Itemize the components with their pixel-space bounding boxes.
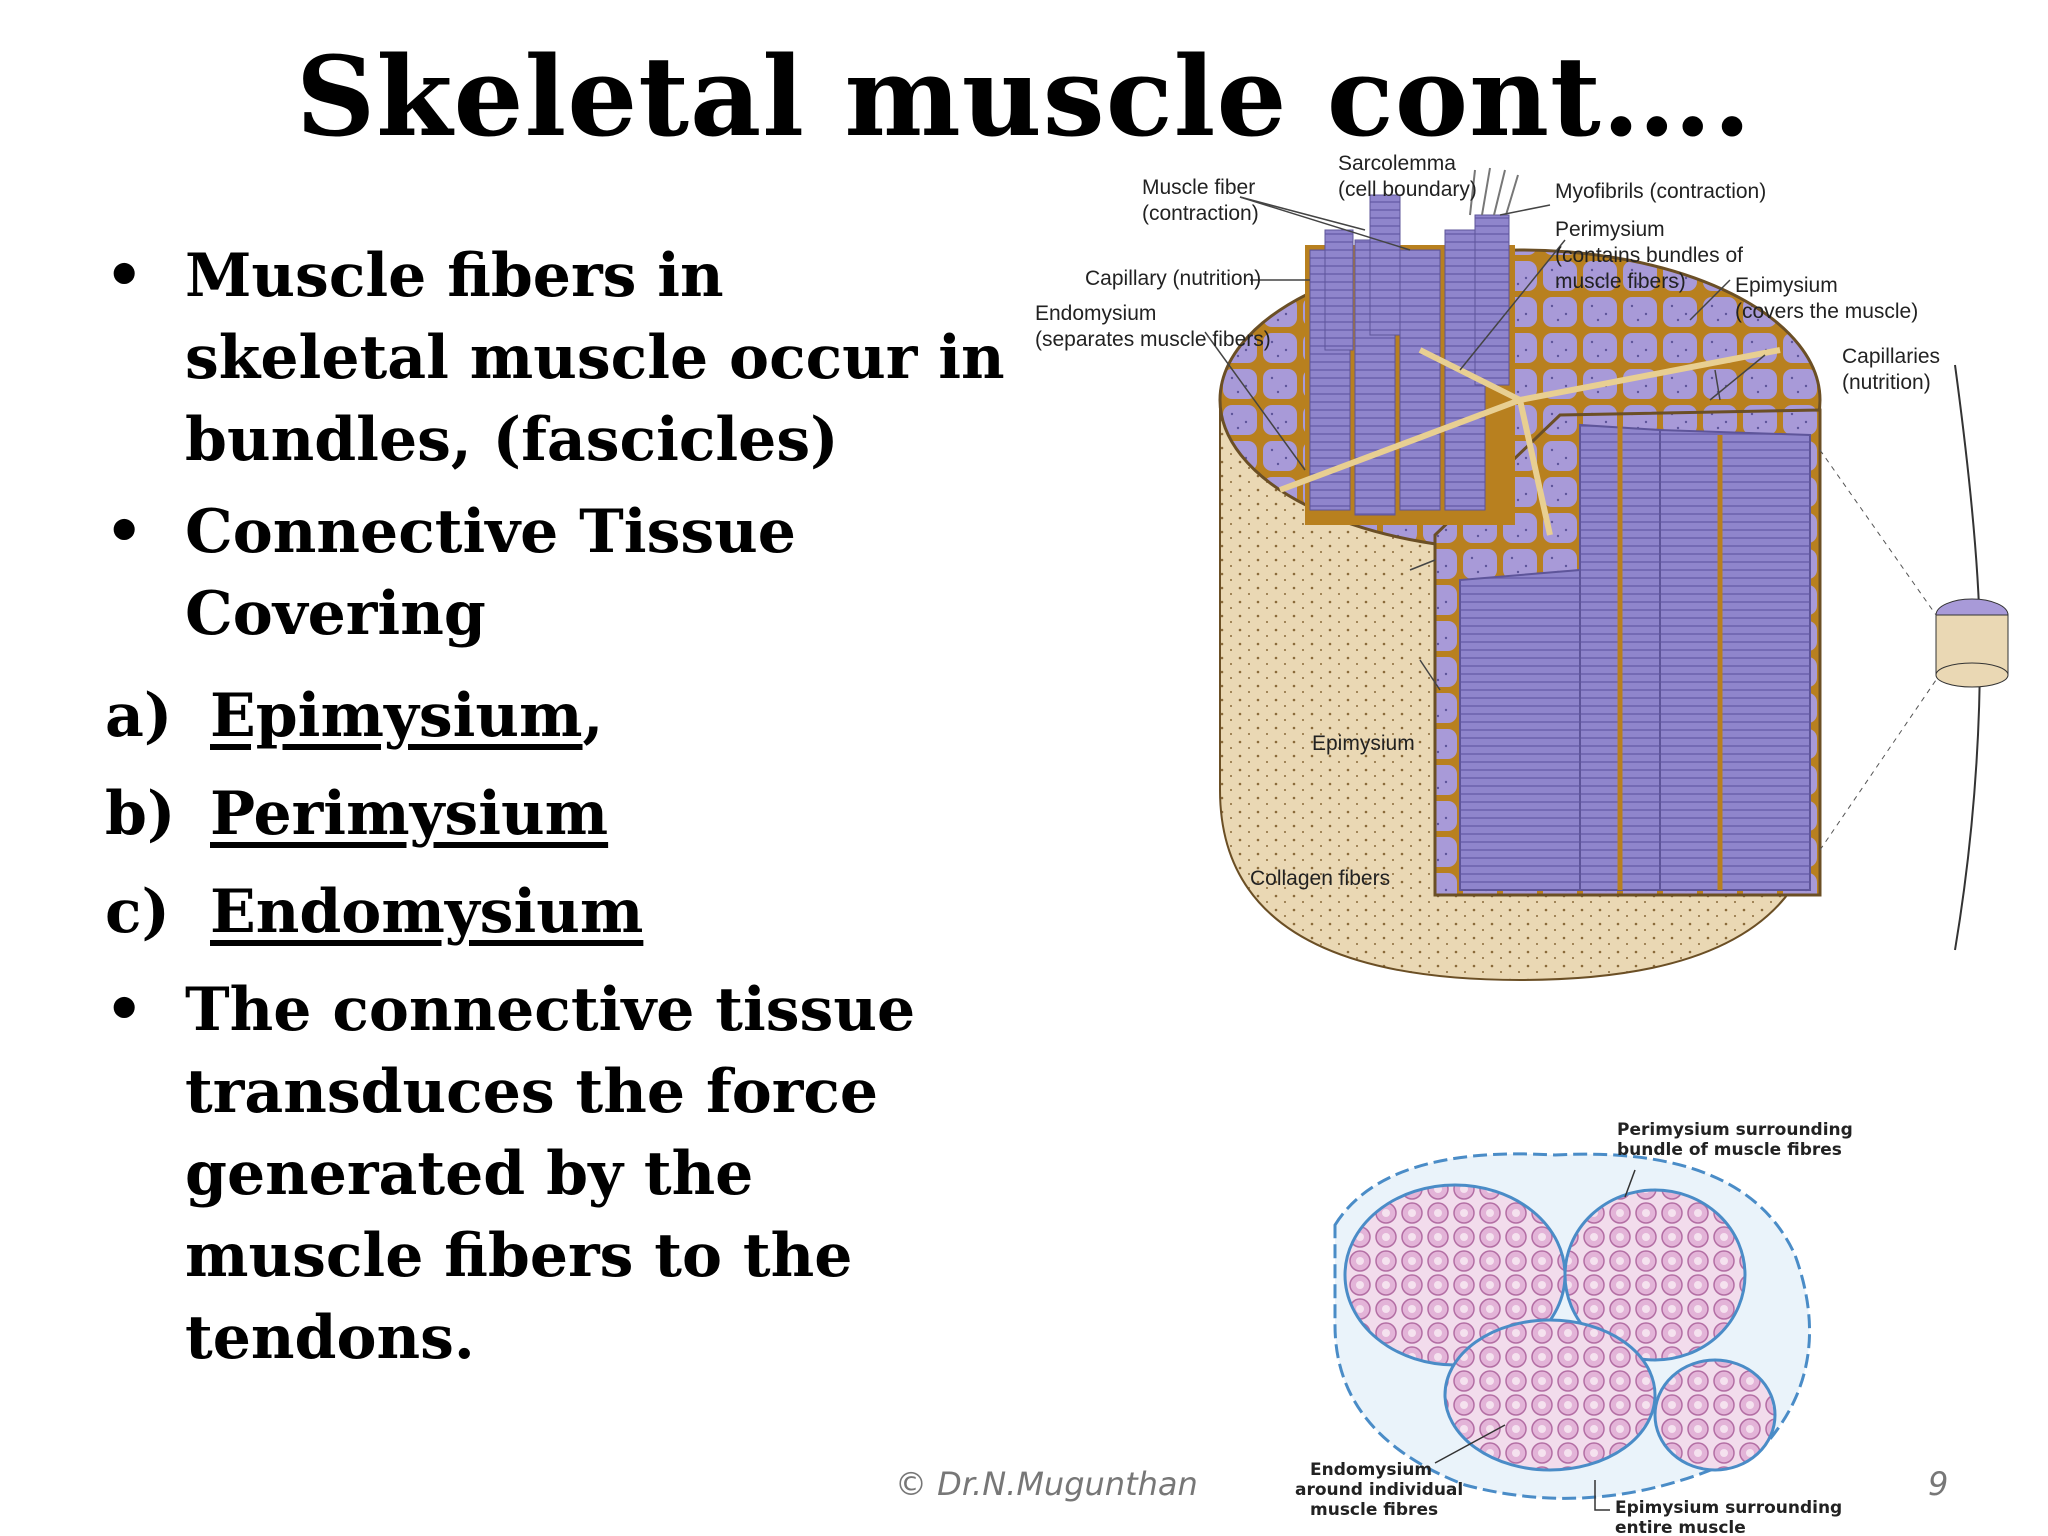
label-endomysium-1: Endomysium — [1310, 1460, 1432, 1480]
sub-item-marker: b) — [105, 779, 176, 849]
label-perimysium-note1: (contains bundles of — [1555, 244, 1743, 267]
fascicle-4 — [1653, 1358, 1777, 1472]
label-epimysium-side: Epimysium — [1312, 732, 1415, 755]
label-perimysium-note2: muscle fibers) — [1555, 270, 1686, 293]
bullet-text: Muscle fibers in skeletal muscle occur i… — [185, 241, 1005, 475]
label-sarcolemma: Sarcolemma — [1338, 152, 1456, 175]
muscle-structure-diagram: Sarcolemma (cell boundary) Muscle fiber … — [1035, 152, 2009, 982]
bullet-connective-tissue: • Connective Tissue Covering — [105, 491, 1005, 655]
bullet-list: • Muscle fibers in skeletal muscle occur… — [105, 235, 1005, 1385]
term-endomysium: Endomysium — [210, 877, 644, 947]
bullet-text: Connective Tissue Covering — [185, 497, 796, 649]
bullet-force-transduction: • The connective tissue transduces the f… — [105, 969, 1005, 1379]
label-capillaries-note: (nutrition) — [1842, 371, 1931, 394]
cutaway-fibers — [1459, 568, 1581, 891]
label-muscle-fiber-note: (contraction) — [1142, 202, 1259, 225]
label-endomysium-3: muscle fibres — [1310, 1500, 1438, 1520]
bullet-marker: • — [105, 975, 144, 1045]
bullet-marker: • — [105, 497, 144, 567]
label-capillary: Capillary (nutrition) — [1085, 267, 1261, 290]
label-endomysium-2: around individual — [1295, 1480, 1463, 1500]
label-muscle-fiber: Muscle fiber — [1142, 176, 1255, 199]
label-collagen: Collagen fibers — [1250, 867, 1390, 890]
label-epimysium-top-note: (covers the muscle) — [1735, 300, 1918, 323]
bullet-muscle-fibers: • Muscle fibers in skeletal muscle occur… — [105, 235, 1005, 481]
label-endomysium: Endomysium — [1035, 302, 1156, 325]
footer-credit: © Dr.N.Mugunthan — [895, 1465, 1198, 1503]
bullet-text: The connective tissue transduces the for… — [185, 975, 916, 1373]
sub-item-marker: c) — [105, 877, 170, 947]
label-myofibrils: Myofibrils (contraction) — [1555, 180, 1766, 203]
sub-item-endomysium: c) Endomysium — [105, 871, 1005, 953]
label-perimysium-1: Perimysium surrounding — [1617, 1120, 1853, 1140]
term-epimysium: Epimysium — [210, 681, 583, 751]
label-epimysium-top: Epimysium — [1735, 274, 1838, 297]
muscle-cross-section-micrograph: Perimysium surrounding bundle of muscle … — [1295, 1105, 1855, 1535]
bullet-marker: • — [105, 241, 144, 311]
sub-item-perimysium: b) Perimysium — [105, 773, 1005, 855]
label-perimysium: Perimysium — [1555, 218, 1665, 241]
label-epimysium-2: entire muscle — [1615, 1518, 1746, 1535]
slide-title: Skeletal muscle cont…. — [295, 32, 1753, 161]
page-number: 9 — [1928, 1465, 1949, 1503]
label-epimysium-1: Epimysium surrounding — [1615, 1498, 1842, 1518]
term-perimysium: Perimysium — [210, 779, 609, 849]
term-suffix: , — [582, 681, 604, 751]
sub-item-epimysium: a) Epimysium, — [105, 675, 1005, 757]
sub-item-marker: a) — [105, 681, 173, 751]
fascicle-3 — [1443, 1318, 1657, 1472]
label-sarcolemma-note: (cell boundary) — [1338, 178, 1477, 201]
label-capillaries: Capillaries — [1842, 345, 1940, 368]
label-endomysium-note: (separates muscle fibers) — [1035, 328, 1271, 351]
protruding-fascicle — [1305, 167, 1519, 525]
fascicle-2 — [1563, 1188, 1747, 1362]
label-perimysium-2: bundle of muscle fibres — [1617, 1140, 1842, 1160]
